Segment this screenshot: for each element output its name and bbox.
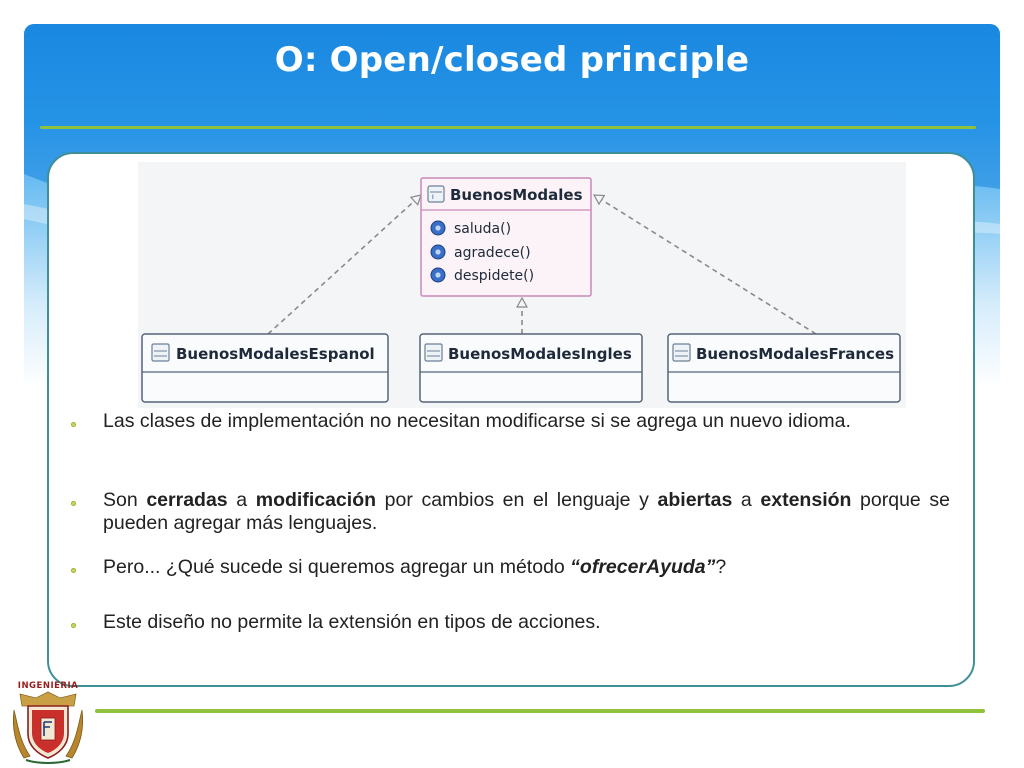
bullet-text: a <box>227 489 256 511</box>
bullet-emphasis: modificación <box>255 489 377 511</box>
interface-method: agradece() <box>454 245 531 261</box>
method-icon <box>430 267 446 283</box>
bullet-text: Este diseño no permite la extensión en t… <box>103 611 601 633</box>
interface-box: I BuenosModales saluda() agradece() desp… <box>420 177 592 297</box>
bullet-text: Pero... ¿Qué sucede si queremos agregar … <box>103 556 571 578</box>
bullet-item: Las clases de implementación no necesita… <box>70 410 851 433</box>
interface-method: saluda() <box>454 221 511 237</box>
slide-title: O: Open/closed principle <box>274 40 750 80</box>
bullet-marker <box>71 623 76 628</box>
interface-icon: I <box>427 185 445 203</box>
realization-arrow-frances <box>594 194 817 335</box>
bullet-emphasis: abiertas <box>657 489 733 511</box>
class-box-frances: BuenosModalesFrances <box>667 333 901 403</box>
bullet-text: por cambios en el lenguaje y <box>376 489 658 511</box>
interface-method: despidete() <box>454 268 534 284</box>
bullet-emphasis: extensión <box>760 489 852 511</box>
bullet-text: Son <box>103 489 147 511</box>
class-icon <box>424 343 443 362</box>
footer-divider <box>95 709 985 713</box>
bullet-text: ? <box>715 556 727 578</box>
method-icon <box>430 244 446 260</box>
bullet-marker <box>71 422 76 427</box>
svg-text:I: I <box>432 194 434 201</box>
class-icon <box>672 343 691 362</box>
realization-arrow-espanol <box>267 195 421 335</box>
bullet-item: Pero... ¿Qué sucede si queremos agregar … <box>70 556 726 579</box>
class-box-espanol: BuenosModalesEspanol <box>141 333 389 403</box>
bullet-text: porque se pueden agregar más lenguajes. <box>103 489 950 534</box>
bullet-item: Son cerradas a modificación por cambios … <box>70 489 950 535</box>
bullet-text: a <box>732 489 761 511</box>
uml-class-diagram: I BuenosModales saluda() agradece() desp… <box>138 162 906 408</box>
bullet-emphasis: “ofrecerAyuda” <box>570 556 716 578</box>
class-box-ingles: BuenosModalesIngles <box>419 333 643 403</box>
bullet-marker <box>71 501 76 506</box>
university-logo: INGENIERIA <box>12 681 84 764</box>
bullet-text: Las clases de implementación no necesita… <box>103 410 851 432</box>
class-name: BuenosModalesEspanol <box>176 345 375 363</box>
class-name: BuenosModalesIngles <box>448 345 632 363</box>
title-divider <box>40 126 976 129</box>
bullet-emphasis: cerradas <box>146 489 228 511</box>
interface-name: BuenosModales <box>450 186 583 204</box>
logo-text: INGENIERIA <box>18 681 78 691</box>
bullet-marker <box>71 568 76 573</box>
method-icon <box>430 220 446 236</box>
class-icon <box>151 343 170 362</box>
bullet-item: Este diseño no permite la extensión en t… <box>70 611 601 634</box>
class-name: BuenosModalesFrances <box>696 345 894 363</box>
